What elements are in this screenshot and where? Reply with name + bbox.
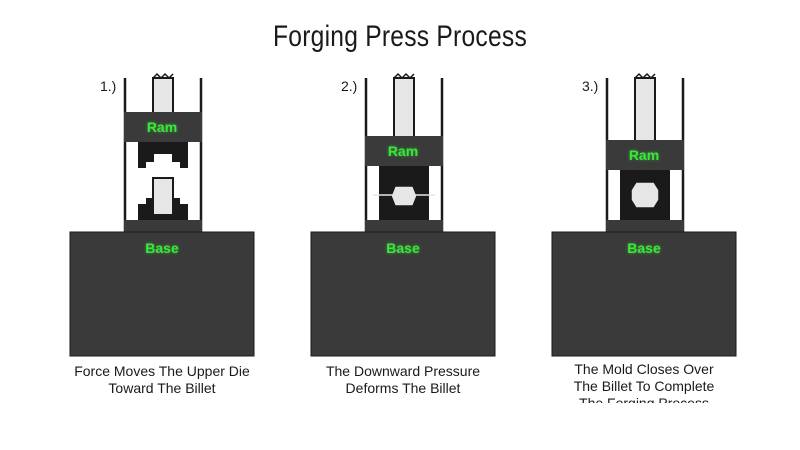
ram-label: Ram: [387, 143, 419, 159]
step-1-caption: Force Moves The Upper Die Toward The Bil…: [42, 363, 282, 397]
step-1-panel: 1.) Ram Base Force Moves The Upper Die T…: [62, 0, 262, 450]
base-label: Base: [145, 240, 179, 256]
base-label: Base: [627, 240, 661, 256]
step-2-number: 2.): [341, 78, 358, 94]
diagram-title: Forging Press Process: [273, 20, 527, 53]
caption-line: Deforms The Billet: [345, 380, 461, 396]
caption-line: The Mold Closes Over: [574, 361, 714, 377]
base-label: Base: [386, 240, 420, 256]
ram-label: Ram: [628, 147, 660, 163]
step-1-press-illustration: [69, 72, 255, 357]
step-2-press-illustration: [310, 72, 496, 357]
ram-label: Ram: [146, 119, 178, 135]
caption-line: The Forging Process: [579, 395, 709, 403]
step-3-press-illustration: [551, 72, 737, 357]
step-2-caption: The Downward Pressure Deforms The Billet: [283, 363, 523, 397]
caption-line: The Billet To Complete: [573, 378, 715, 394]
step-2-panel: 2.) Ram Base The Downward Pressure Defor…: [303, 0, 503, 450]
step-3-caption: The Mold Closes Over The Billet To Compl…: [524, 361, 764, 403]
step-3-panel: 3.) Ram Base The Mold Closes Over The Bi…: [544, 0, 744, 450]
step-1-number: 1.): [100, 78, 117, 94]
step-3-number: 3.): [582, 78, 599, 94]
caption-line: The Downward Pressure: [325, 363, 481, 379]
caption-line: Toward The Billet: [108, 380, 216, 396]
caption-line: Force Moves The Upper Die: [74, 363, 250, 379]
